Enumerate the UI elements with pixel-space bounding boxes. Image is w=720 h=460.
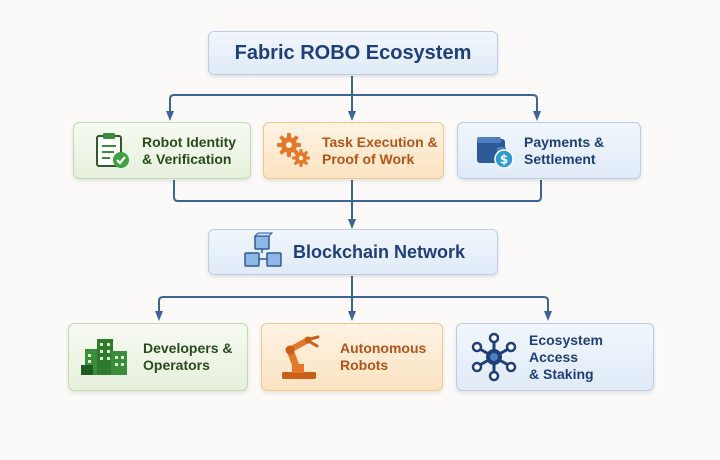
node-developers-text: Developers & Operators (143, 340, 232, 374)
connector-chain-left (155, 296, 352, 321)
node-developers-line2: Operators (143, 357, 210, 373)
node-payments-line1: Payments & (524, 133, 605, 150)
node-payments-text: Payments & Settlement (524, 134, 604, 168)
node-payments-line2: Settlement (524, 150, 596, 167)
node-task-execution-line2: Proof of Work (322, 150, 415, 167)
node-task-execution-line1: Task Execution & (322, 133, 438, 150)
diagram-title: Fabric ROBO Ecosystem (234, 41, 472, 64)
node-ecosystem-access-line1: Ecosystem Access (529, 331, 603, 365)
wallet-coin-icon: $ (477, 136, 514, 169)
node-robot-identity-line1: Robot Identity (142, 133, 237, 150)
network-hub-icon (471, 332, 517, 382)
node-task-execution: Task Execution & Proof of Work (263, 122, 444, 179)
node-robot-identity-text: Robot Identity & Verification (142, 134, 236, 168)
svg-text:$: $ (500, 152, 508, 166)
connector-chain-right (352, 296, 552, 321)
node-robot-identity: Robot Identity & Verification (73, 122, 251, 179)
node-developers-line1: Developers & (143, 340, 233, 356)
connector-right-merge (352, 180, 542, 202)
node-robot-identity-line2: & Verification (142, 150, 232, 167)
title-box: Fabric ROBO Ecosystem (208, 31, 498, 75)
connector-title-right (352, 94, 541, 121)
node-task-execution-text: Task Execution & Proof of Work (322, 134, 438, 168)
robot-arm-icon (282, 335, 320, 379)
connector-left-merge (173, 180, 352, 202)
node-robots-line2: Robots (340, 357, 389, 373)
node-developers: Developers & Operators (68, 323, 248, 391)
node-robots: Autonomous Robots (261, 323, 443, 391)
buildings-icon (81, 339, 127, 375)
blocks-icon (244, 232, 282, 267)
node-blockchain: Blockchain Network (208, 229, 498, 275)
node-ecosystem-access-text: Ecosystem Access & Staking (529, 332, 653, 383)
node-blockchain-label: Blockchain Network (292, 241, 466, 262)
node-payments: $ Payments & Settlement (457, 122, 641, 179)
node-robots-text: Autonomous Robots (340, 340, 426, 374)
node-ecosystem-access-line2: & Staking (529, 365, 594, 382)
node-ecosystem-access: Ecosystem Access & Staking (456, 323, 654, 391)
gears-icon (277, 132, 310, 167)
connector-title-left (166, 94, 352, 121)
node-robots-line1: Autonomous (340, 340, 427, 356)
clipboard-check-icon (96, 132, 129, 168)
